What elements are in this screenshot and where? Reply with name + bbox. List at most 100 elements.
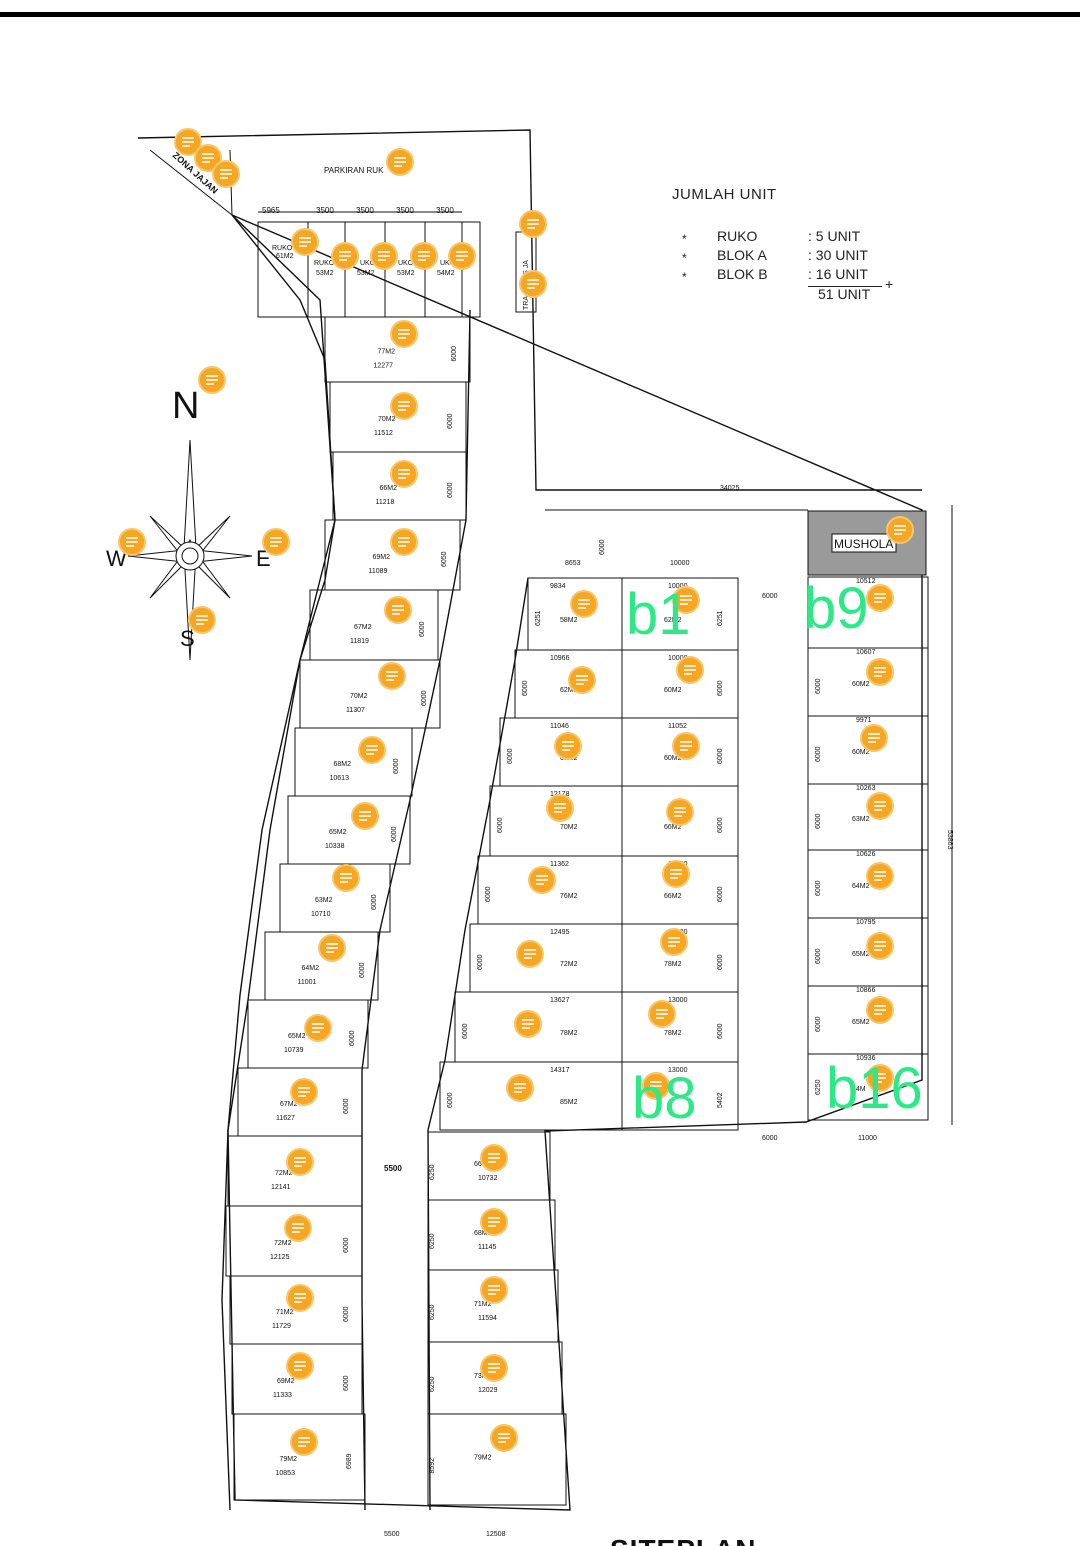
comment-pin-icon[interactable]	[866, 658, 894, 686]
comment-pin-icon[interactable]	[672, 732, 700, 760]
comment-pin-icon[interactable]	[480, 1144, 508, 1172]
comment-pin-icon[interactable]	[480, 1276, 508, 1304]
comment-pin-icon[interactable]	[198, 366, 226, 394]
comment-pin-icon[interactable]	[866, 996, 894, 1024]
bullet-star: *	[682, 270, 687, 284]
lot-depth: 6000	[815, 1016, 822, 1032]
comment-pin-icon[interactable]	[188, 606, 216, 634]
lot-depth: 6000	[343, 1306, 350, 1322]
lot-dim: 10338	[325, 843, 345, 850]
comment-pin-icon[interactable]	[660, 928, 688, 956]
comment-pin-icon[interactable]	[286, 1284, 314, 1312]
comment-pin-icon[interactable]	[384, 596, 412, 624]
comment-pin-icon[interactable]	[304, 1014, 332, 1042]
lot-area: 71M2	[276, 1309, 294, 1316]
lot-depth: 6000	[421, 690, 428, 706]
comment-pin-icon[interactable]	[390, 460, 418, 488]
comment-pin-icon[interactable]	[546, 794, 574, 822]
comment-pin-icon[interactable]	[118, 528, 146, 556]
comment-pin-icon[interactable]	[212, 160, 240, 188]
comment-pin-icon[interactable]	[410, 242, 438, 270]
comment-pin-icon[interactable]	[351, 802, 379, 830]
comment-pin-icon[interactable]	[390, 528, 418, 556]
ruko-name: UKC	[440, 260, 455, 267]
unit-summary: JUMLAH UNIT * RUKO : 5 UNIT * BLOK A : 3…	[672, 186, 912, 302]
comment-pin-icon[interactable]	[528, 866, 556, 894]
comment-pin-icon[interactable]	[332, 864, 360, 892]
block-tag-b8: b8	[632, 1066, 697, 1131]
comment-pin-icon[interactable]	[519, 210, 547, 238]
comment-pin-icon[interactable]	[358, 736, 386, 764]
lot-dim: 11089	[369, 568, 388, 575]
comment-pin-icon[interactable]	[866, 932, 894, 960]
lot-dim: 11307	[346, 707, 365, 714]
comment-pin-icon[interactable]	[480, 1208, 508, 1236]
lot-dim: 11362	[550, 861, 569, 868]
block-tag-b16: b16	[826, 1056, 923, 1121]
summary-sum-line	[808, 286, 882, 287]
comment-pin-icon[interactable]	[568, 666, 596, 694]
center-top-dim: 8653	[565, 560, 581, 567]
lot-dim: 10000	[668, 583, 688, 590]
lot-dim: 12495	[550, 929, 570, 936]
lot-depth: 6000	[393, 758, 400, 774]
comment-pin-icon[interactable]	[290, 1428, 318, 1456]
lot-area: 72M2	[275, 1170, 293, 1177]
summary-plus: +	[885, 276, 894, 292]
comment-pin-icon[interactable]	[662, 860, 690, 888]
ruko-name: RUKO	[314, 260, 335, 267]
lot-depth: 6250	[429, 1304, 436, 1320]
comment-pin-icon[interactable]	[480, 1354, 508, 1382]
comment-pin-icon[interactable]	[318, 934, 346, 962]
comment-pin-icon[interactable]	[286, 1148, 314, 1176]
lot-area: 63M2	[852, 816, 870, 823]
comment-pin-icon[interactable]	[448, 242, 476, 270]
comment-pin-icon[interactable]	[262, 528, 290, 556]
comment-pin-icon[interactable]	[490, 1424, 518, 1452]
comment-pin-icon[interactable]	[866, 584, 894, 612]
comment-pin-icon[interactable]	[514, 1010, 542, 1038]
comment-pin-icon[interactable]	[554, 732, 582, 760]
comment-pin-icon[interactable]	[378, 662, 406, 690]
comment-pin-icon[interactable]	[676, 656, 704, 684]
comment-pin-icon[interactable]	[390, 392, 418, 420]
comment-pin-icon[interactable]	[648, 1000, 676, 1028]
comment-pin-icon[interactable]	[866, 862, 894, 890]
comment-pin-icon[interactable]	[291, 228, 319, 256]
ruko-name: UKO	[398, 260, 414, 267]
comment-pin-icon[interactable]	[370, 242, 398, 270]
comment-pin-icon[interactable]	[286, 1352, 314, 1380]
comment-pin-icon[interactable]	[284, 1214, 312, 1242]
comment-pin-icon[interactable]	[194, 144, 222, 172]
comment-pin-icon[interactable]	[506, 1074, 534, 1102]
comment-pin-icon[interactable]	[672, 586, 700, 614]
comment-pin-icon[interactable]	[174, 128, 202, 156]
lot-dim: 10739	[284, 1047, 304, 1054]
summary-row-blok-a: * BLOK A : 30 UNIT	[672, 247, 912, 267]
summary-heading: JUMLAH UNIT	[672, 186, 777, 203]
lot-area: 62M2	[560, 687, 578, 694]
comment-pin-icon[interactable]	[866, 1064, 894, 1092]
lot-dim: 12277	[374, 363, 394, 370]
lot-area: 73M2	[474, 1373, 492, 1380]
lower-lots-group: 66M210732625068M211145625071M21159462507…	[427, 1131, 567, 1506]
comment-pin-icon[interactable]	[290, 1078, 318, 1106]
lot-area: 70M2	[378, 416, 396, 423]
comment-pin-icon[interactable]	[519, 270, 547, 298]
comment-pin-icon[interactable]	[866, 792, 894, 820]
lot-dim: 11729	[272, 1323, 291, 1330]
comment-pin-icon[interactable]	[860, 724, 888, 752]
comment-pin-icon[interactable]	[570, 590, 598, 618]
comment-pin-icon[interactable]	[666, 798, 694, 826]
lot-depth: 8592	[429, 1458, 436, 1474]
block-tag-b9: b9	[804, 576, 869, 641]
comment-pin-icon[interactable]	[886, 516, 914, 544]
comment-pin-icon[interactable]	[386, 148, 414, 176]
comment-pin-icon[interactable]	[516, 940, 544, 968]
comment-pin-icon[interactable]	[331, 242, 359, 270]
lot-area: 65M2	[329, 829, 347, 836]
lot-depth: 6000	[815, 813, 822, 829]
comment-pin-icon[interactable]	[390, 320, 418, 348]
comment-pin-icon[interactable]	[642, 1072, 670, 1100]
